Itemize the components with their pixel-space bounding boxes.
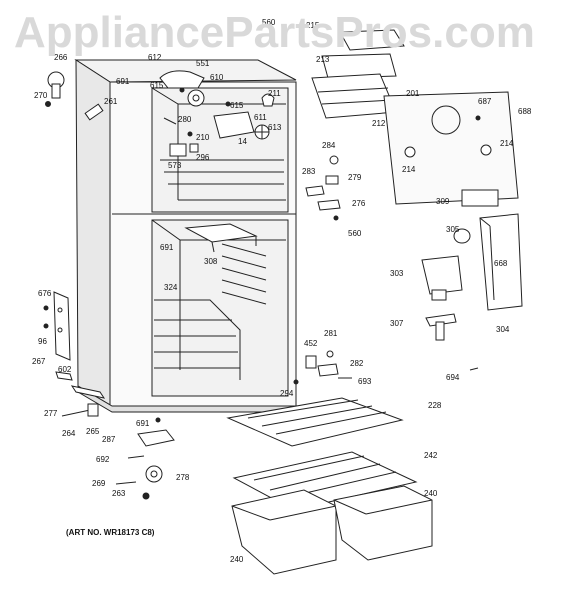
part-label: 688 xyxy=(518,107,532,116)
part-label: 668 xyxy=(494,259,508,268)
part-label: 283 xyxy=(302,167,316,176)
part-label: 612 xyxy=(148,53,162,62)
part-label: 692 xyxy=(96,455,110,464)
part-label: 270 xyxy=(34,91,48,100)
part-label: 308 xyxy=(204,257,218,266)
part-label: 610 xyxy=(210,73,224,82)
refrigerator-cabinet xyxy=(74,59,297,413)
part-label: 691 xyxy=(160,243,174,252)
part-label: 691 xyxy=(116,77,130,86)
part-label: 676 xyxy=(38,289,52,298)
part-label: 307 xyxy=(390,319,404,328)
bottom-hardware xyxy=(115,429,175,500)
part-label: 573 xyxy=(168,161,182,170)
part-label: 693 xyxy=(358,377,372,386)
part-label: 284 xyxy=(322,141,336,150)
part-label: 278 xyxy=(176,473,190,482)
part-label: 211 xyxy=(268,89,281,98)
part-label: 602 xyxy=(58,365,72,374)
part-label: 611 xyxy=(254,113,267,122)
art-number: (ART NO. WR18173 C8) xyxy=(66,528,155,537)
part-label: 281 xyxy=(324,329,338,338)
part-label: 261 xyxy=(104,97,118,106)
part-label: 212 xyxy=(372,119,386,128)
part-label: 213 xyxy=(316,55,330,64)
part-label: 613 xyxy=(268,123,282,132)
part-label: 296 xyxy=(196,153,210,162)
part-label: 687 xyxy=(478,97,492,106)
part-label: 560 xyxy=(262,18,276,27)
part-number-callouts: 560 215 213 212 201 687 688 214 214 266 270 261 691 6… xyxy=(32,18,532,564)
part-label: 96 xyxy=(38,337,47,346)
part-label: 240 xyxy=(230,555,244,564)
control-components xyxy=(159,70,275,157)
part-label: 309 xyxy=(436,197,450,206)
part-label: 303 xyxy=(390,269,404,278)
part-label: 263 xyxy=(112,489,126,498)
part-label: 287 xyxy=(102,435,116,444)
part-label: 279 xyxy=(348,173,362,182)
part-label: 210 xyxy=(196,133,210,142)
part-label: 214 xyxy=(402,165,416,174)
part-label: 294 xyxy=(280,389,294,398)
part-label: 242 xyxy=(424,451,438,460)
part-label: 264 xyxy=(62,429,76,438)
left-side-parts xyxy=(43,71,161,423)
part-label: 214 xyxy=(500,139,514,148)
part-label: 324 xyxy=(164,283,178,292)
part-label: 452 xyxy=(304,339,318,348)
part-label: 691 xyxy=(136,419,150,428)
part-label: 560 xyxy=(348,229,362,238)
part-label: 269 xyxy=(92,479,106,488)
part-label: 14 xyxy=(238,137,247,146)
part-label: 304 xyxy=(496,325,510,334)
right-side-parts xyxy=(293,29,523,385)
part-label: 267 xyxy=(32,357,46,366)
part-label: 615 xyxy=(150,81,164,90)
shelves-and-pans xyxy=(226,397,433,575)
part-label: 228 xyxy=(428,401,442,410)
part-label: 280 xyxy=(178,115,192,124)
part-label: 615 xyxy=(230,101,244,110)
part-label: 265 xyxy=(86,427,100,436)
part-label: 551 xyxy=(196,59,210,68)
part-label: 305 xyxy=(446,225,460,234)
part-label: 282 xyxy=(350,359,364,368)
part-label: 276 xyxy=(352,199,366,208)
part-label: 266 xyxy=(54,53,68,62)
part-label: 240 xyxy=(424,489,438,498)
part-label: 277 xyxy=(44,409,58,418)
part-label: 201 xyxy=(406,89,420,98)
part-label: 694 xyxy=(446,373,460,382)
part-label: 215 xyxy=(306,21,320,30)
